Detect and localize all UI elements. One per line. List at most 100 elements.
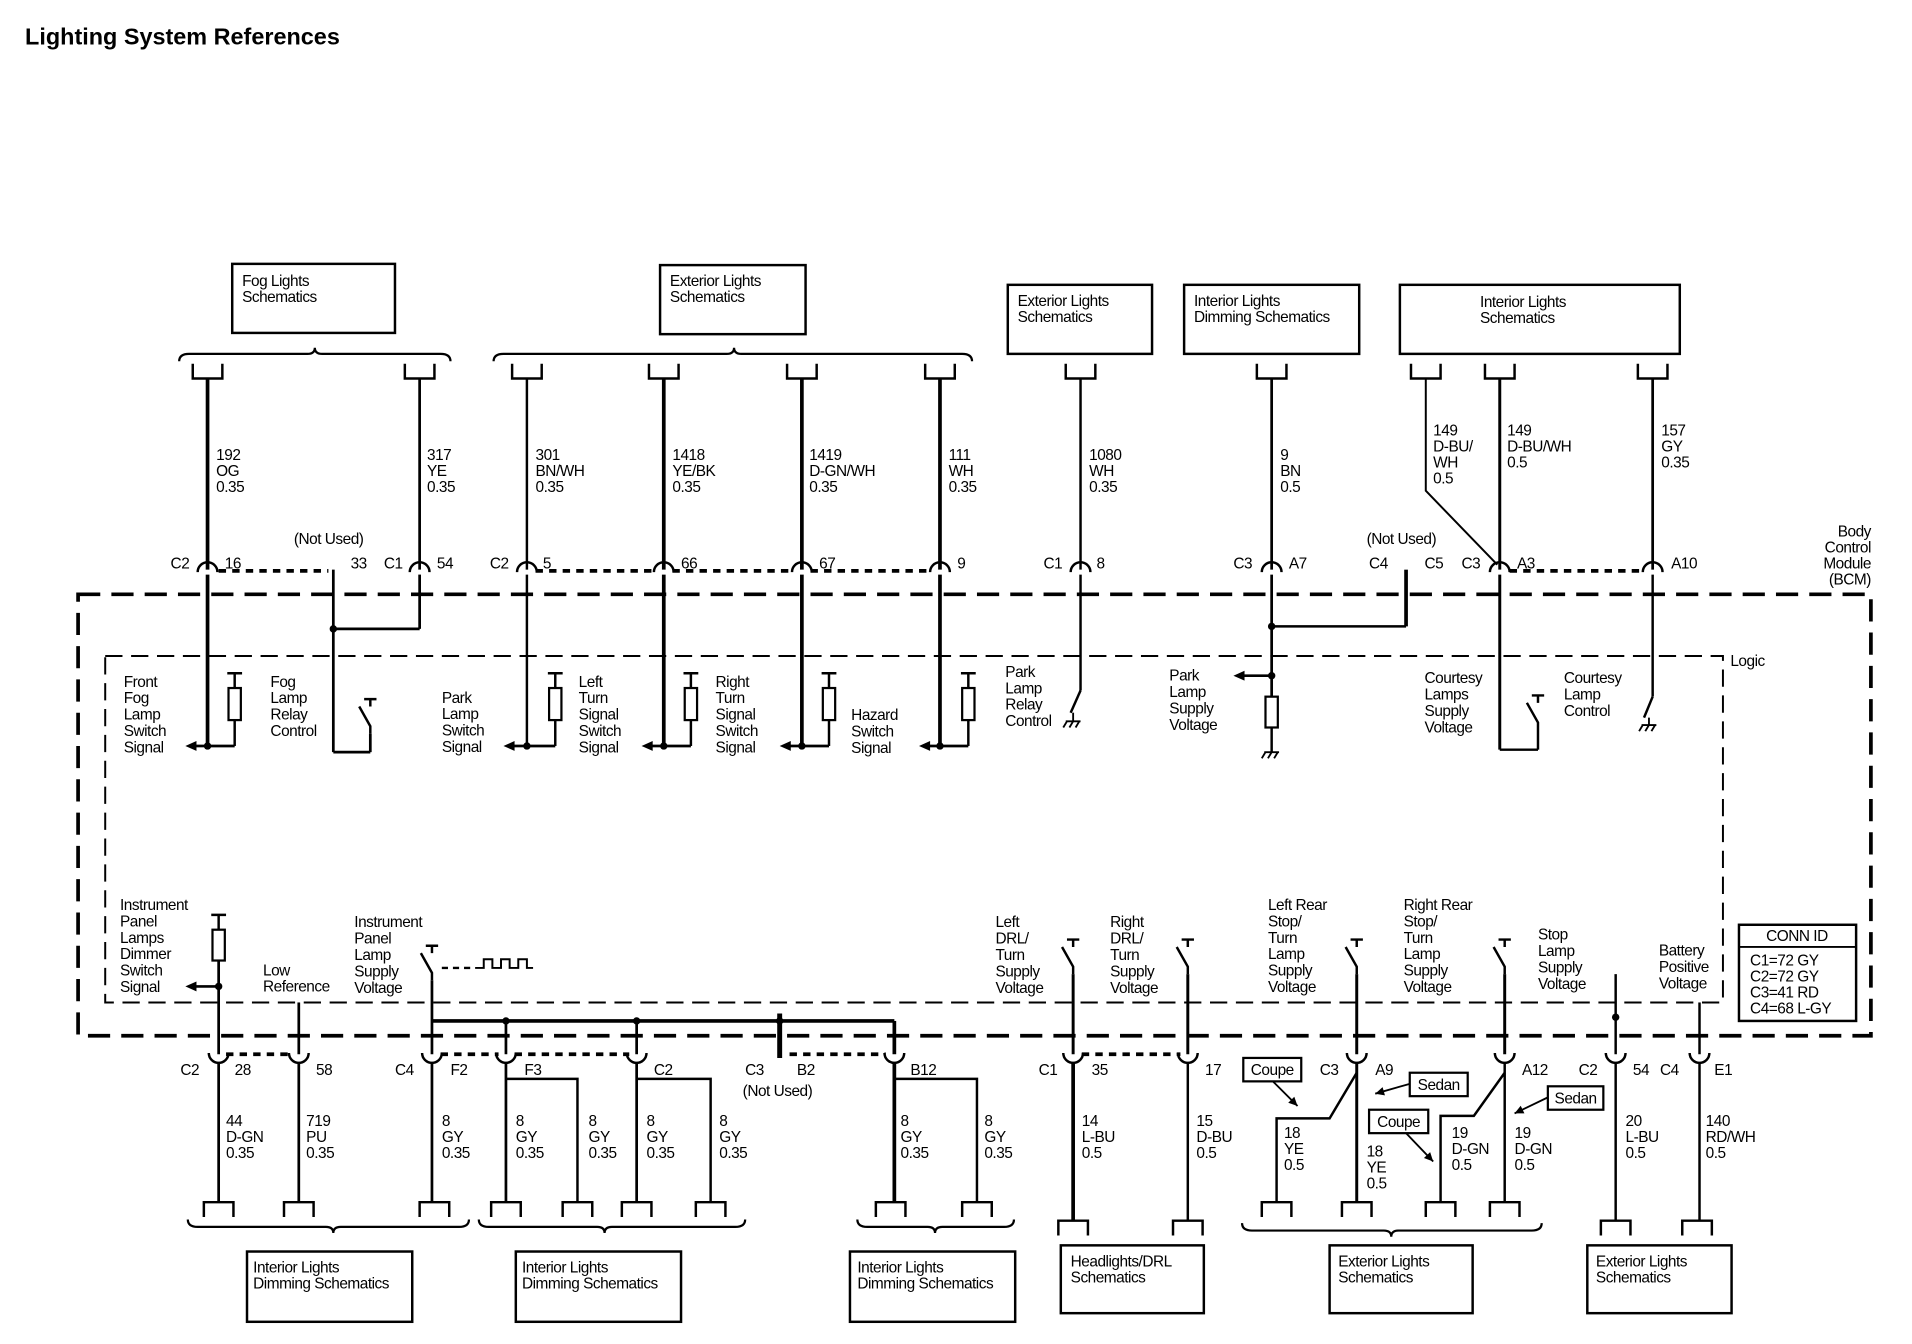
ground-icon: [1260, 751, 1280, 759]
resistor-icon: [211, 928, 226, 962]
variant-tag-box: [1367, 1108, 1430, 1135]
circuit-function-label-line: Turn: [579, 690, 608, 707]
schematic-reference-label-line: Dimming Schematics: [857, 1276, 994, 1293]
circuit-function-label-line: Supply: [1169, 700, 1214, 717]
circuit-function-label-line: DRL/: [1110, 931, 1144, 948]
brace: [1240, 1223, 1543, 1237]
connector-pin-label: 33: [351, 555, 367, 572]
circuit-function-label-line: Panel: [120, 913, 157, 930]
connector-terminal-icon: [652, 561, 675, 573]
circuit-function-label-line: Signal: [442, 739, 482, 756]
wire-circuit-label-line: 0.35: [536, 479, 564, 496]
wire-circuit-label-line: GY: [901, 1129, 922, 1146]
wire-circuit-label-line: WH: [1089, 463, 1114, 480]
wire-circuit-label-line: 8: [647, 1113, 655, 1130]
variant-tag-label: Sedan: [1418, 1077, 1460, 1094]
circuit-function-label-line: Supply: [354, 963, 399, 980]
circuit-function-label-line: Lamp: [1169, 684, 1206, 701]
circuit-function-label-line: Lamp: [1538, 943, 1575, 960]
connector-pin-label: C3: [1320, 1062, 1339, 1079]
circuit-function-label-line: Switch: [579, 723, 621, 740]
wire-circuit-label-line: PU: [306, 1129, 326, 1146]
connector-icon: [1057, 1219, 1090, 1236]
schematic-reference-box: [514, 1250, 683, 1324]
circuit-function-label-line: Voltage: [1659, 975, 1707, 992]
switch-icon: [1175, 938, 1194, 975]
connector-pin-label: (Not Used): [294, 531, 364, 548]
wire: [1424, 378, 1499, 566]
switch-icon: [1492, 938, 1511, 975]
splice-dot: [203, 742, 212, 750]
circuit-function-label-line: Lamps: [1425, 686, 1470, 703]
brace: [186, 1219, 471, 1234]
connector-icon: [1681, 1219, 1714, 1236]
logic-outline: [104, 654, 1724, 1004]
connector-terminal-icon: [1688, 1052, 1711, 1065]
connector-icon: [785, 363, 818, 380]
circuit-function-label-line: Reference: [263, 979, 330, 996]
resistor-icon: [547, 686, 563, 722]
schematic-reference-box: [230, 262, 397, 335]
circuit-function-label-line: Panel: [354, 931, 391, 948]
schematic-reference-label-line: Schematics: [1480, 310, 1555, 327]
resistor-icon: [961, 686, 976, 722]
arrow-icon: [503, 741, 515, 751]
bcm-module-outline: [76, 592, 1873, 1038]
circuit-function-label-line: Hazard: [851, 707, 898, 724]
connector-pin-label: 54: [1633, 1062, 1650, 1079]
arrow-icon: [1375, 1087, 1385, 1096]
wire-circuit-label-line: 0.35: [949, 479, 977, 496]
circuit-function-label-line: Switch: [851, 723, 893, 740]
wire-circuit-label-line: 719: [306, 1113, 330, 1130]
circuit-function-label-line: Right Rear: [1404, 897, 1473, 914]
connector-pin-label: B2: [797, 1062, 815, 1079]
circuit-function-label-line: Right: [1110, 914, 1145, 931]
wire-circuit-label-line: GY: [442, 1129, 463, 1146]
connector-pin-label: 9: [957, 555, 965, 572]
schematic-reference-label-line: Dimming Schematics: [1194, 309, 1331, 326]
connector-terminal-icon: [928, 561, 952, 573]
switch-icon: [1525, 694, 1545, 730]
connector-terminal-icon: [1493, 1052, 1516, 1065]
wire-circuit-label-line: 1418: [672, 447, 704, 464]
conn-id-line: C2=72 GY: [1750, 968, 1819, 985]
wire-circuit-label-line: 20: [1626, 1113, 1642, 1130]
conn-id-box: [1737, 923, 1858, 1023]
wire-circuit-label-line: 0.5: [1452, 1157, 1472, 1174]
variant-tag-label: Coupe: [1377, 1114, 1420, 1131]
schematic-reference-label-line: Exterior Lights: [1018, 293, 1110, 310]
circuit-function-label-line: Instrument: [354, 914, 423, 931]
schematic-reference-label-line: Interior Lights: [1480, 294, 1567, 311]
wire-circuit-label-line: D-BU/WH: [1507, 438, 1571, 455]
connector-pin-label: C2: [171, 555, 190, 572]
wire-circuit-label-line: 111: [949, 447, 971, 464]
wire-circuit-label-line: 149: [1433, 422, 1457, 439]
wire-circuit-label-line: 18: [1367, 1144, 1383, 1161]
wire-circuit-label-line: 0.35: [306, 1145, 334, 1162]
circuit-function-label-line: Signal: [716, 707, 756, 724]
circuit-function-label-line: Voltage: [1538, 976, 1586, 993]
conn-id-line: C4=68 L-GY: [1750, 1001, 1831, 1018]
splice-dot: [936, 742, 944, 750]
wire-circuit-label-line: YE: [1284, 1141, 1304, 1158]
connector-terminal-icon: [1488, 561, 1511, 573]
wire-circuit-label-line: 0.5: [1706, 1145, 1726, 1162]
connector-pin-label: 16: [225, 555, 241, 572]
circuit-function-label-line: Turn: [1110, 947, 1139, 964]
wire-circuit-label-line: 317: [427, 447, 451, 464]
pullup-icon: [960, 672, 976, 689]
circuit-function-label-line: Supply: [1404, 963, 1449, 980]
connector-pin-label: C2: [1579, 1062, 1598, 1079]
